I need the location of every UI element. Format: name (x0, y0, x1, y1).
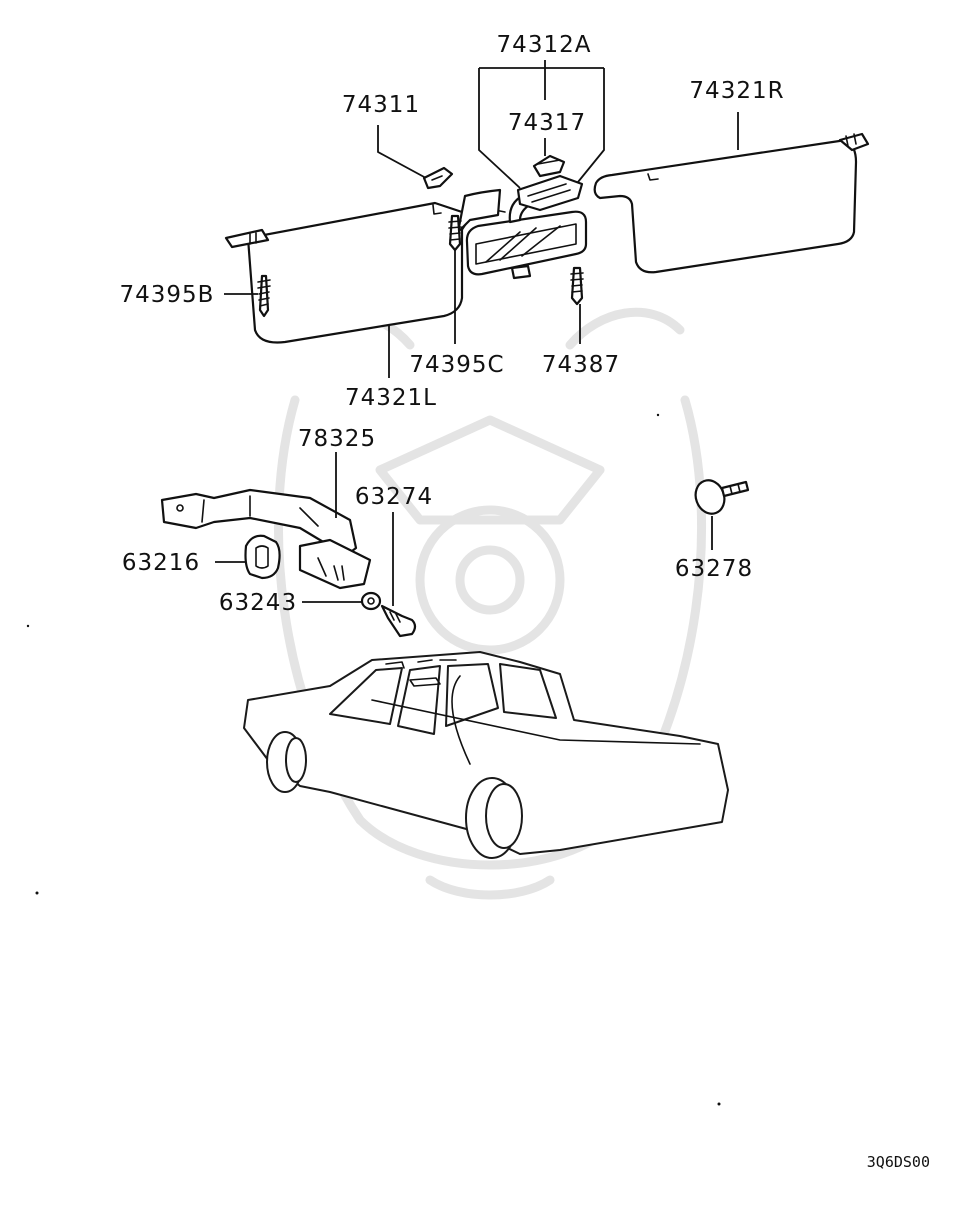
label-74321l: 74321L (345, 385, 437, 411)
diagram-code: 3Q6DS00 (867, 1153, 930, 1171)
label-74395c: 74395C (409, 352, 504, 378)
sun-visor-right (593, 132, 870, 274)
sun-visor-left (224, 188, 506, 344)
screw-63274 (380, 604, 417, 638)
clip-74311 (422, 166, 454, 190)
label-74395b: 74395B (120, 282, 215, 308)
washer-63243 (360, 591, 382, 611)
car-outline (243, 651, 729, 859)
screw-74395c (448, 214, 462, 252)
scan-specks (26, 413, 721, 1106)
label-63278: 63278 (675, 556, 753, 582)
label-63216: 63216 (122, 550, 200, 576)
cap-63278 (694, 479, 750, 515)
assist-grip-78325 (160, 488, 372, 590)
screw-74387 (570, 266, 584, 306)
label-74311: 74311 (342, 92, 420, 118)
label-74312a: 74312A (497, 32, 592, 58)
rear-view-mirror (465, 154, 588, 280)
label-74387: 74387 (542, 352, 620, 378)
leader-lines (215, 60, 739, 606)
label-63243: 63243 (219, 590, 297, 616)
label-74321r: 74321R (689, 78, 784, 104)
screw-74395b (257, 274, 271, 318)
label-63274: 63274 (355, 484, 433, 510)
clip-63216 (244, 534, 281, 580)
label-74317: 74317 (508, 110, 586, 136)
label-78325: 78325 (298, 426, 376, 452)
